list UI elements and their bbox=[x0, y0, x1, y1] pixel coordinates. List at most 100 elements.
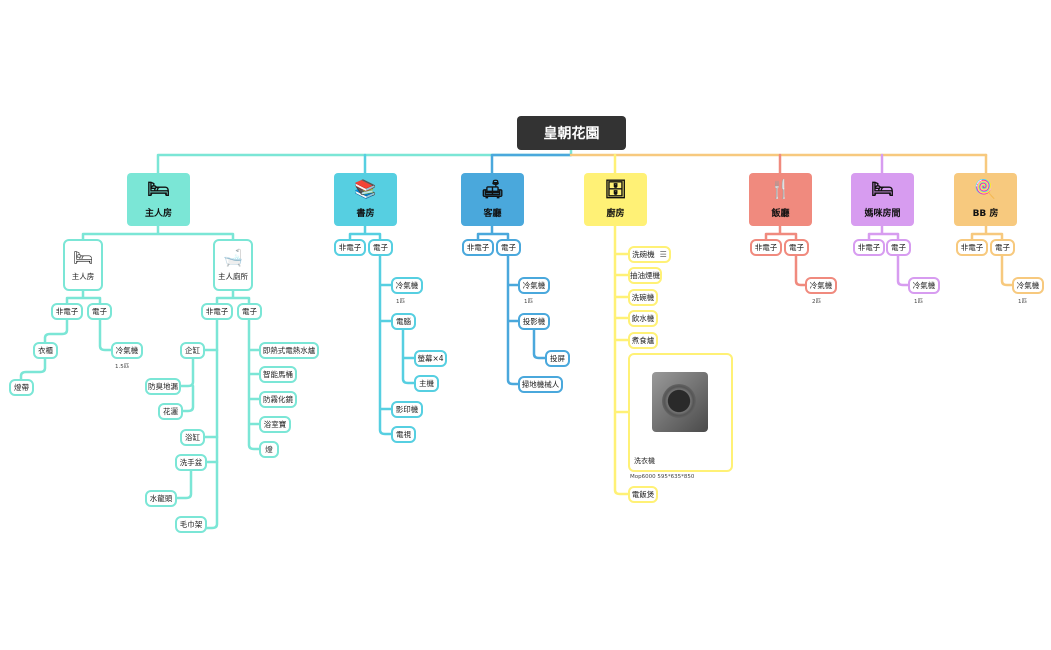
lollipop-icon: 🍭 bbox=[974, 179, 997, 200]
study-electronic[interactable]: 電子 bbox=[368, 239, 393, 256]
maid-non-electronic[interactable]: 非電子 bbox=[853, 239, 885, 256]
kitchen-item-water-dispenser[interactable]: 飲水機 bbox=[628, 310, 658, 327]
room-label: 書房 bbox=[356, 209, 375, 219]
link-bath-nonelec-spine bbox=[205, 318, 219, 530]
maid-ac[interactable]: 冷氣機 bbox=[908, 277, 940, 294]
root-node[interactable]: 皇朝花園 bbox=[517, 116, 626, 150]
living-non-electronic[interactable]: 非電子 bbox=[462, 239, 494, 256]
link-living-elec bbox=[506, 254, 520, 386]
room-kitchen[interactable]: 🗄 廚房 bbox=[584, 173, 647, 226]
room-master-bedroom[interactable]: 🛏 主人房 bbox=[127, 173, 190, 226]
study-non-electronic[interactable]: 非電子 bbox=[334, 239, 366, 256]
link-study-kids bbox=[348, 224, 382, 241]
master-sub-bathroom[interactable]: 🛁 主人廁所 bbox=[213, 239, 253, 291]
bath-instant-heater[interactable]: 即熱式電熱水爐 bbox=[259, 342, 319, 359]
maid-electronic[interactable]: 電子 bbox=[886, 239, 911, 256]
bath-light[interactable]: 燈 bbox=[259, 441, 279, 458]
bed-icon: 🛏 bbox=[871, 179, 894, 200]
link-wardrobe bbox=[43, 318, 69, 344]
kitchen-rice-cooker[interactable]: 電飯煲 bbox=[628, 486, 658, 503]
room-label: 廚房 bbox=[606, 209, 625, 219]
bath-towel-rack[interactable]: 毛巾架 bbox=[175, 516, 207, 533]
dining-non-electronic[interactable]: 非電子 bbox=[750, 239, 782, 256]
bath-electronic[interactable]: 電子 bbox=[237, 303, 262, 320]
maid-ac-note: 1匹 bbox=[914, 299, 923, 305]
baby-ac-note: 1匹 bbox=[1018, 299, 1027, 305]
master-non-electronic[interactable]: 非電子 bbox=[51, 303, 83, 320]
bed-icon: 🛏 bbox=[72, 247, 94, 267]
sofa-icon: 🛋 bbox=[481, 179, 504, 200]
living-projection-screen[interactable]: 投屏 bbox=[545, 350, 570, 367]
link-living-projector bbox=[532, 328, 547, 360]
kitchen-item-stove[interactable]: 煮食爐 bbox=[628, 332, 658, 349]
baby-ac[interactable]: 冷氣機 bbox=[1012, 277, 1044, 294]
living-ac-note: 1匹 bbox=[524, 299, 533, 305]
baby-non-electronic[interactable]: 非電子 bbox=[956, 239, 988, 256]
link-baby-ac bbox=[1000, 254, 1014, 287]
study-computer[interactable]: 電腦 bbox=[391, 313, 416, 330]
room-living[interactable]: 🛋 客廳 bbox=[461, 173, 524, 226]
bath-faucet[interactable]: 水龍頭 bbox=[145, 490, 177, 507]
node-label: 洗碗機 bbox=[632, 250, 655, 259]
living-robot-vacuum[interactable]: 掃地機械人 bbox=[518, 376, 563, 393]
dining-electronic[interactable]: 電子 bbox=[784, 239, 809, 256]
bookshelf-icon: 📚 bbox=[354, 179, 377, 200]
kitchen-item-range-hood[interactable]: 抽油煙機 bbox=[628, 267, 662, 284]
room-maid[interactable]: 🛏 媽咪房間 bbox=[851, 173, 914, 226]
bath-smart-toilet[interactable]: 智能馬桶 bbox=[259, 366, 297, 383]
bath-shower[interactable]: 花灑 bbox=[158, 403, 183, 420]
master-ac[interactable]: 冷氣機 bbox=[111, 342, 143, 359]
link-bath-kids bbox=[215, 289, 251, 305]
baby-electronic[interactable]: 電子 bbox=[990, 239, 1015, 256]
living-ac[interactable]: 冷氣機 bbox=[518, 277, 550, 294]
link-maid-ac bbox=[896, 254, 910, 287]
link-tile-kids bbox=[179, 357, 195, 413]
bathtub-icon: 🛁 bbox=[223, 247, 243, 267]
link-basin-kids bbox=[175, 469, 193, 500]
room-baby[interactable]: 🍭 BB 房 bbox=[954, 173, 1017, 226]
bath-tile[interactable]: 企缸 bbox=[180, 342, 205, 359]
study-pc-host[interactable]: 主機 bbox=[414, 375, 439, 392]
link-bath-elec bbox=[247, 318, 261, 451]
master-electronic[interactable]: 電子 bbox=[87, 303, 112, 320]
room-label: 飯廳 bbox=[771, 209, 790, 219]
living-projector[interactable]: 投影機 bbox=[518, 313, 550, 330]
utensils-icon: 🍴 bbox=[769, 179, 792, 200]
kitchen-washing-machine-card[interactable]: 洗衣機 bbox=[628, 353, 733, 472]
bath-basin[interactable]: 洗手盆 bbox=[175, 454, 207, 471]
master-sub-bedroom[interactable]: 🛏 主人房 bbox=[63, 239, 103, 291]
bath-heater-fan[interactable]: 浴室寶 bbox=[259, 416, 291, 433]
bath-antifog-mirror[interactable]: 防霧化鏡 bbox=[259, 391, 297, 408]
study-ac[interactable]: 冷氣機 bbox=[391, 277, 423, 294]
washing-machine-image bbox=[652, 372, 708, 432]
link-root-living bbox=[490, 153, 573, 175]
kitchen-item-dishwasher[interactable]: 洗碗機 ☰ bbox=[628, 246, 671, 263]
kitchen-item-dishwasher-2[interactable]: 洗碗機 bbox=[628, 289, 658, 306]
master-lamp-strip[interactable]: 燈帶 bbox=[9, 379, 34, 396]
link-living-kids bbox=[476, 224, 510, 241]
cabinet-icon: 🗄 bbox=[604, 179, 627, 200]
node-label: 主人房 bbox=[71, 271, 95, 281]
room-label: BB 房 bbox=[972, 209, 999, 219]
washing-machine-label: 洗衣機 bbox=[634, 457, 655, 465]
dining-ac[interactable]: 冷氣機 bbox=[805, 277, 837, 294]
study-tv[interactable]: 電視 bbox=[391, 426, 416, 443]
bath-tub[interactable]: 浴缸 bbox=[180, 429, 205, 446]
link-bath-nonelec-leaves bbox=[203, 348, 219, 464]
living-electronic[interactable]: 電子 bbox=[496, 239, 521, 256]
study-monitors[interactable]: 螢幕×4 bbox=[414, 350, 447, 367]
room-dining[interactable]: 🍴 飯廳 bbox=[749, 173, 812, 226]
list-icon: ☰ bbox=[659, 250, 667, 259]
link-master-subs bbox=[81, 224, 235, 241]
link-dining-kids bbox=[764, 224, 798, 241]
study-printer[interactable]: 影印機 bbox=[391, 401, 423, 418]
room-label: 客廳 bbox=[483, 209, 502, 219]
master-wardrobe[interactable]: 衣櫃 bbox=[33, 342, 58, 359]
link-maid-kids bbox=[867, 224, 900, 241]
link-study-elec bbox=[378, 254, 393, 436]
link-dining-ac bbox=[794, 254, 807, 287]
room-label: 主人房 bbox=[144, 209, 172, 219]
bath-non-electronic[interactable]: 非電子 bbox=[201, 303, 233, 320]
room-study[interactable]: 📚 書房 bbox=[334, 173, 397, 226]
bath-anti-slip-drain[interactable]: 防臭地漏 bbox=[145, 378, 181, 395]
